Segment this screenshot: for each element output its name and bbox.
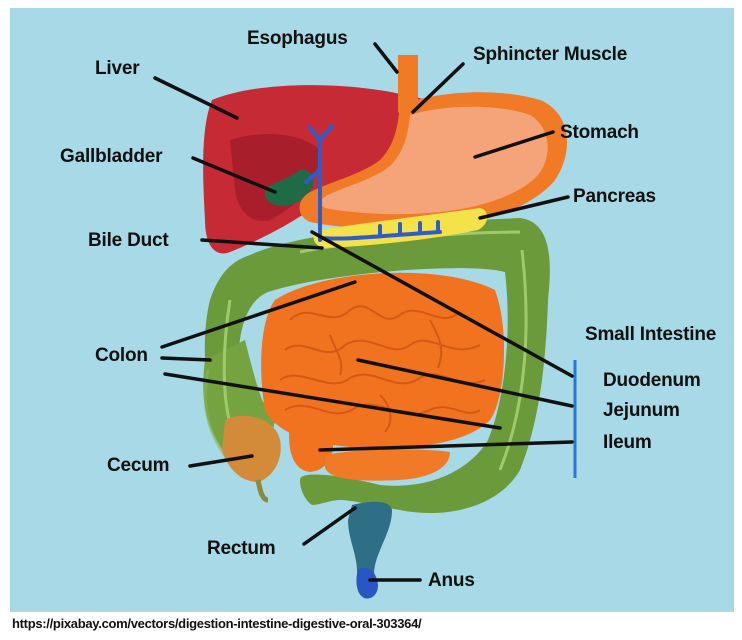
leader-rectum <box>304 508 355 544</box>
label-jejunum: Jejunum <box>603 400 680 422</box>
label-rectum: Rectum <box>207 538 275 560</box>
label-sphincter-muscle: Sphincter Muscle <box>473 44 627 66</box>
leader-colon-left <box>162 358 210 360</box>
label-pancreas: Pancreas <box>573 186 656 208</box>
label-cecum: Cecum <box>107 455 169 477</box>
label-colon: Colon <box>95 345 148 367</box>
label-liver: Liver <box>95 58 139 80</box>
leader-esophagus <box>375 44 397 72</box>
label-ileum: Ileum <box>603 432 652 454</box>
label-small-intestine: Small Intestine <box>585 324 716 346</box>
label-gallbladder: Gallbladder <box>60 146 162 168</box>
label-esophagus: Esophagus <box>247 28 348 50</box>
source-credit: https://pixabay.com/vectors/digestion-in… <box>12 616 421 631</box>
label-bile-duct: Bile Duct <box>88 230 169 252</box>
label-duodenum: Duodenum <box>603 370 701 392</box>
label-anus: Anus <box>428 570 475 592</box>
rectum-shape <box>348 502 392 599</box>
label-stomach: Stomach <box>560 122 639 144</box>
